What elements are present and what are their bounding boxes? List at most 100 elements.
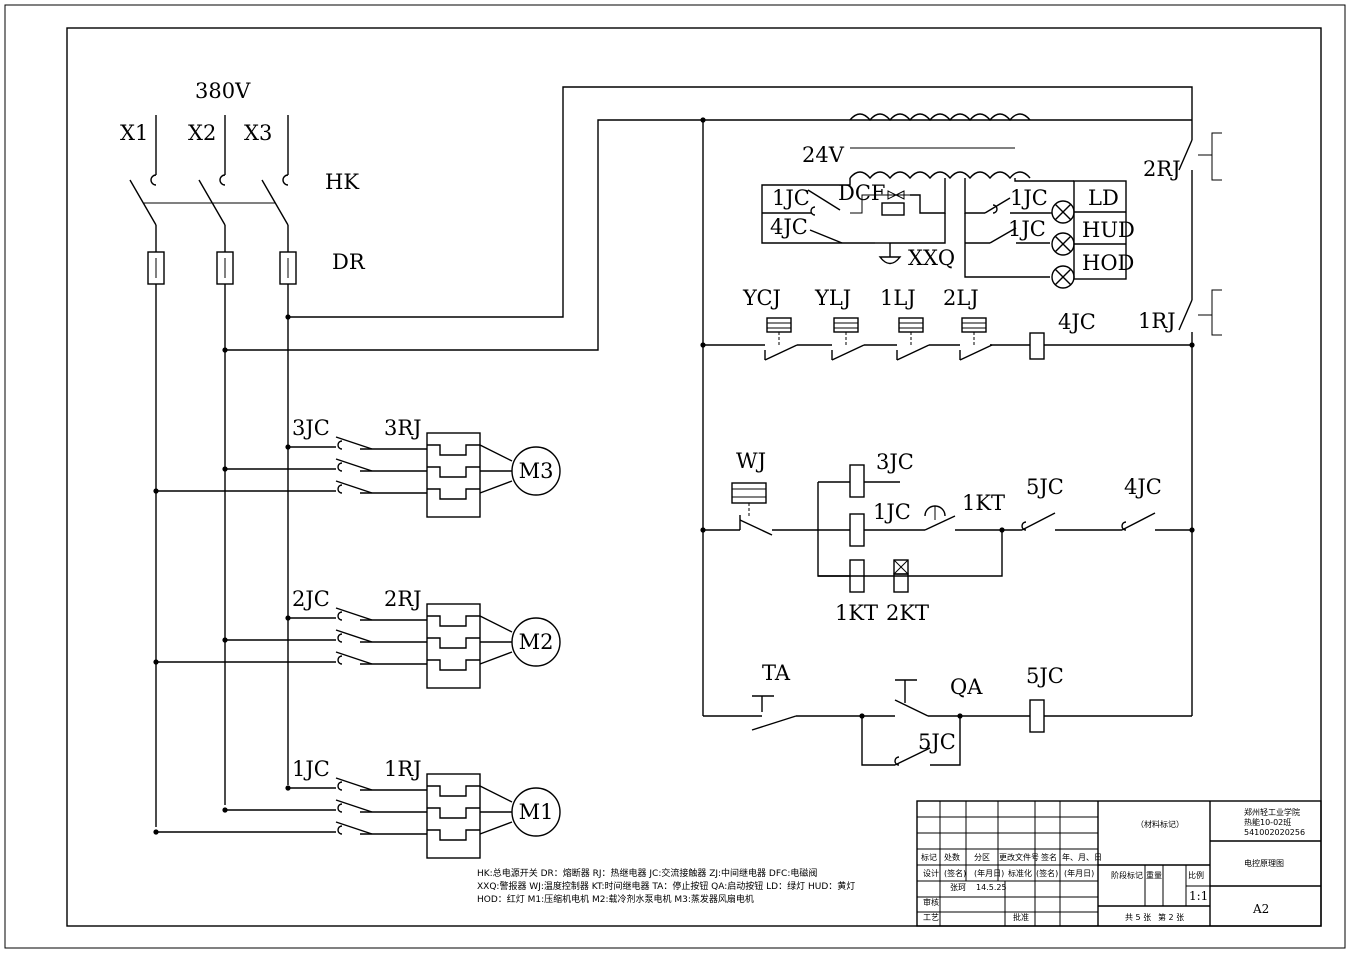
overload-contact-1rj: [1178, 299, 1193, 331]
header-zone: 分区: [974, 853, 990, 862]
protection-switch-label: 2LJ: [943, 286, 979, 310]
transformer-secondary: [849, 171, 1031, 180]
coil-3jc-label: 3JC: [876, 450, 914, 474]
process-label: 工艺: [923, 913, 939, 922]
scale-value: 1:1: [1189, 889, 1208, 903]
coil-4jc: [1029, 332, 1045, 360]
header-mark: 标记: [921, 852, 937, 862]
lamp-1jc-a-label: 1JC: [1010, 186, 1048, 210]
coil-1jc-label: 1JC: [873, 500, 911, 524]
protection-coil-label: 4JC: [1058, 310, 1096, 334]
drawing-name: 电控原理图: [1244, 858, 1284, 868]
protection-switch-label: YCJ: [742, 286, 781, 310]
weight-label: 重量: [1146, 870, 1162, 880]
protection-switch-ycj: YCJ: [742, 286, 832, 361]
temperature-row: WJ 3JC 1JC 1KT 2KT 1KT: [703, 449, 1192, 625]
protection-switch-label: YLJ: [814, 286, 851, 310]
designer-name: 张珂: [950, 883, 966, 892]
fuse-label: DR: [332, 250, 366, 274]
title-block: （材料标记） 郑州轻工业学院 热能10-02班 541002020256 电控原…: [916, 800, 1322, 927]
header-date: 年、月、日: [1062, 852, 1102, 862]
temp-controller: [731, 482, 767, 504]
design-date-label: (年月日): [974, 868, 1004, 878]
main-switch-label: HK: [325, 170, 359, 194]
contactor-pole: [335, 436, 373, 450]
coil-5jc: [1029, 699, 1045, 733]
motor-m1: [511, 787, 561, 837]
overload-1rj-label: 1RJ: [1138, 309, 1176, 333]
start-button-label: QA: [950, 675, 983, 699]
thermal-relay-label: 2RJ: [384, 587, 422, 611]
coil-2kt-label: 2KT: [886, 601, 929, 625]
sheet-number: 第 2 张: [1158, 912, 1184, 922]
legend-line-2: XXQ:警报器 WJ:温度控制器 KT:时间继电器 TA：停止按钮 QA:启动按…: [477, 880, 855, 892]
temp-controller-label: WJ: [736, 449, 766, 473]
lamp-1jc-b-label: 1JC: [1008, 217, 1046, 241]
stop-button-label: TA: [762, 661, 791, 685]
standardization-label: 标准化: [1008, 868, 1032, 878]
coil-1kt-label: 1KT: [835, 601, 878, 625]
motor-label: M2: [519, 630, 554, 654]
standardization-date: (年月日): [1064, 868, 1094, 878]
design-date: 14.5.25: [976, 883, 1007, 892]
protection-switch-2lj: 2LJ: [943, 286, 993, 361]
outer-border: [4, 4, 1346, 949]
phase-x1-label: X1: [120, 121, 148, 145]
contactor-label: 2JC: [292, 587, 330, 611]
coil-1jc: [849, 513, 865, 547]
motor-m3: [511, 446, 561, 496]
sheet-count: 共 5 张: [1125, 913, 1151, 922]
transformer-voltage-label: 24V: [802, 143, 845, 167]
design-sign: (签名): [944, 868, 966, 878]
contact-5jc: [1021, 512, 1056, 531]
contactor-label: 3JC: [292, 416, 330, 440]
material-mark: （材料标记）: [1136, 819, 1184, 829]
transformer-primary: [849, 113, 1031, 122]
motor-m2: [511, 617, 561, 667]
stage-mark: 阶段标记: [1111, 870, 1143, 880]
contactor-pole: [335, 607, 373, 621]
header-signature: 签名: [1041, 852, 1057, 862]
thermal-relay-2rj: [426, 603, 481, 689]
phase-x2-label: X2: [188, 121, 216, 145]
legend: HK:总电源开关 DR：熔断器 RJ：热继电器 JC:交流接触器 ZJ:中间继电…: [477, 867, 855, 905]
header-change-doc: 更改文件号: [999, 852, 1039, 862]
approve-label: 批准: [1013, 912, 1029, 922]
contactor-pole: [335, 480, 373, 494]
lamp-yellow: [1051, 232, 1075, 256]
class-name: 热能10-02班: [1244, 817, 1291, 827]
voltage-label: 380V: [195, 79, 251, 103]
lamp-circuit: 1JC 1JC LD HUD HOD: [964, 178, 1135, 289]
legend-line-1: HK:总电源开关 DR：熔断器 RJ：热继电器 JC:交流接触器 ZJ:中间继电…: [477, 867, 817, 879]
lamp-ld-label: LD: [1088, 186, 1119, 210]
hold-contact-5jc: [894, 747, 931, 766]
control-section: 24V 2RJ 1RJ 1JC 4JC DCF: [700, 113, 1222, 766]
alarm-xxq-label: XXQ: [908, 246, 955, 270]
contactor-pole: [335, 629, 373, 643]
start-button: [894, 699, 929, 717]
solenoid-valve: [881, 202, 905, 216]
header-count: 处数: [944, 852, 960, 862]
standardization-sign: (签名): [1036, 868, 1058, 878]
school-name: 郑州轻工业学院: [1244, 807, 1300, 817]
lamp-red: [1051, 265, 1075, 289]
overload-2rj-label: 2RJ: [1143, 157, 1181, 181]
student-number: 541002020256: [1244, 828, 1305, 837]
motor-label: M1: [519, 800, 554, 824]
contactor-pole: [335, 777, 373, 791]
coil-1kt: [849, 559, 865, 593]
power-section: 380V X1 X2 X3 HK DR: [120, 79, 1193, 827]
timer-1kt-label: 1KT: [962, 491, 1005, 515]
thermal-relay-label: 1RJ: [384, 757, 422, 781]
thermal-relay-3rj: [426, 432, 481, 518]
contact-4jc: [1121, 512, 1156, 531]
protection-switch-1lj: 1LJ: [880, 286, 960, 361]
lamp-hud-label: HUD: [1082, 218, 1135, 242]
contact-5jc-label: 5JC: [1026, 475, 1064, 499]
inner-border: [66, 27, 1322, 927]
contactor-pole: [335, 651, 373, 665]
